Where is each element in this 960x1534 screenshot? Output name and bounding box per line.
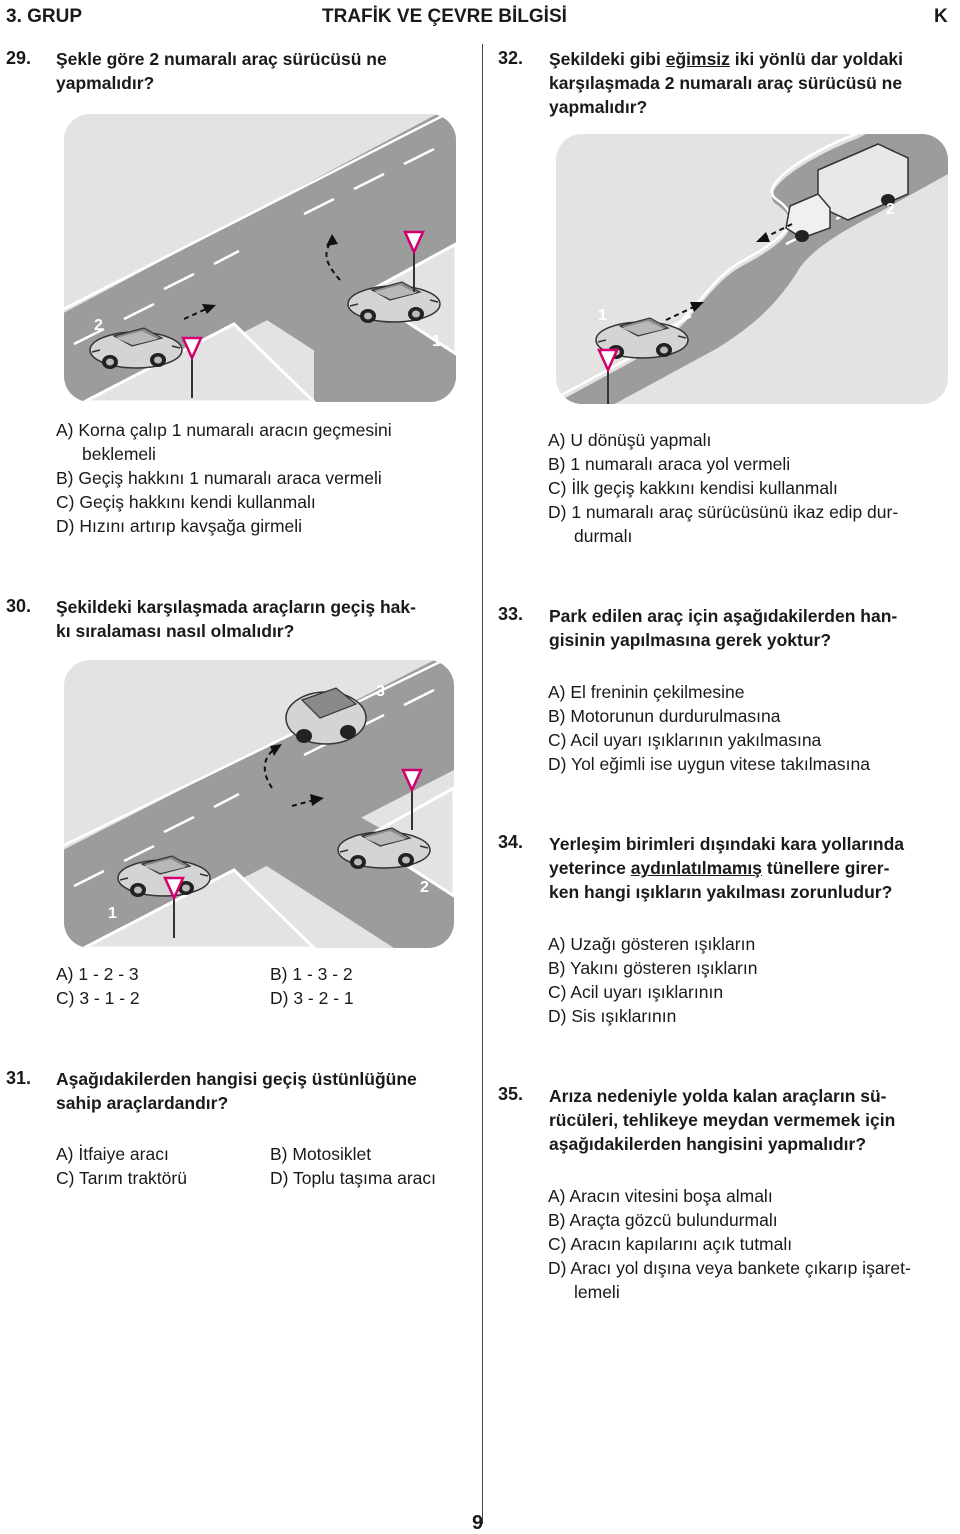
- q34-options: A) Uzağı gösteren ışıkların B) Yakını gö…: [548, 932, 757, 1028]
- q31-option-c[interactable]: C) Tarım traktörü: [56, 1168, 187, 1188]
- q34-option-a[interactable]: A) Uzağı gösteren ışıkların: [548, 934, 756, 954]
- q35-option-c[interactable]: C) Aracın kapılarını açık tutmalı: [548, 1234, 793, 1254]
- page-title: TRAFİK VE ÇEVRE BİLGİSİ: [322, 6, 567, 27]
- q35-option-b[interactable]: B) Araçta gözcü bulundurmalı: [548, 1210, 778, 1230]
- q30-number: 30.: [6, 596, 32, 616]
- q35-text: Arıza nedeniyle yolda kalan araçların sü…: [549, 1086, 896, 1154]
- q35-option-d-cont: lemeli: [574, 1282, 620, 1302]
- column-divider-bottom: [482, 1056, 483, 1524]
- q32-option-d[interactable]: D) 1 numaralı araç sürücüsünü ikaz edip …: [548, 502, 899, 522]
- q29-option-c[interactable]: C) Geçiş hakkını kendi kullanmalı: [56, 492, 316, 512]
- q33-text: Park edilen araç için aşağıdakilerden ha…: [549, 606, 898, 650]
- q30-figure: 3 2 1: [64, 660, 454, 948]
- q35-option-d[interactable]: D) Aracı yol dışına veya bankete çıkarıp…: [548, 1258, 911, 1278]
- q29-number: 29.: [6, 48, 32, 68]
- q33-options: A) El freninin çekilmesine B) Motorunun …: [548, 680, 870, 776]
- q29-text: Şekle göre 2 numaralı araç sürücüsü ne y…: [56, 49, 387, 93]
- svg-text:2: 2: [94, 317, 103, 334]
- q29-option-b[interactable]: B) Geçiş hakkını 1 numaralı araca vermel…: [56, 468, 382, 488]
- q33-option-b[interactable]: B) Motorunun durdurulmasına: [548, 706, 781, 726]
- svg-text:2: 2: [420, 879, 429, 896]
- q34-option-c[interactable]: C) Acil uyarı ışıklarının: [548, 982, 724, 1002]
- q32-text: Şekildeki gibi eğimsiz iki yönlü dar yol…: [549, 49, 904, 117]
- q30-option-d[interactable]: D) 3 - 2 - 1: [270, 988, 354, 1008]
- svg-text:1: 1: [432, 333, 441, 350]
- q32-figure: 2 1: [556, 134, 948, 404]
- q32-option-c[interactable]: C) İlk geçiş kakkını kendisi kullanmalı: [548, 478, 838, 498]
- q31-option-d[interactable]: D) Toplu taşıma aracı: [270, 1168, 436, 1188]
- q30-option-a[interactable]: A) 1 - 2 - 3: [56, 964, 139, 984]
- svg-text:3: 3: [376, 683, 385, 700]
- q31-option-a[interactable]: A) İtfaiye aracı: [56, 1144, 169, 1164]
- q32-option-b[interactable]: B) 1 numaralı araca yol vermeli: [548, 454, 791, 474]
- q34-text: Yerleşim birimleri dışındaki kara yollar…: [549, 834, 905, 902]
- q33-option-d[interactable]: D) Yol eğimli ise uygun vitese takılması…: [548, 754, 870, 774]
- q35-number: 35.: [498, 1084, 524, 1104]
- q29-figure: 2 1: [64, 114, 456, 402]
- booklet-letter: K: [934, 6, 948, 27]
- q29-options: A) Korna çalıp 1 numaralı aracın geçmesi…: [56, 418, 392, 538]
- q32-option-d-cont: durmalı: [574, 526, 633, 546]
- q34-option-d[interactable]: D) Sis ışıklarının: [548, 1006, 677, 1026]
- q30-option-c[interactable]: C) 3 - 1 - 2: [56, 988, 140, 1008]
- q30-option-b[interactable]: B) 1 - 3 - 2: [270, 964, 353, 984]
- q31-number: 31.: [6, 1068, 32, 1088]
- q34-number: 34.: [498, 832, 524, 852]
- q31-text: Aşağıdakilerden hangisi geçiş üstünlüğün…: [56, 1069, 417, 1113]
- q32-number: 32.: [498, 48, 524, 68]
- q33-option-c[interactable]: C) Acil uyarı ışıklarının yakılmasına: [548, 730, 822, 750]
- svg-text:1: 1: [598, 307, 607, 324]
- q29-option-a[interactable]: A) Korna çalıp 1 numaralı aracın geçmesi…: [56, 420, 392, 440]
- q29-option-d[interactable]: D) Hızını artırıp kavşağa girmeli: [56, 516, 303, 536]
- svg-text:2: 2: [886, 201, 895, 218]
- q31-option-b[interactable]: B) Motosiklet: [270, 1144, 372, 1164]
- q32-options: A) U dönüşü yapmalı B) 1 numaralı araca …: [548, 428, 898, 548]
- q29-option-a-cont: beklemeli: [82, 444, 156, 464]
- group-label: 3. GRUP: [6, 6, 83, 27]
- q33-option-a[interactable]: A) El freninin çekilmesine: [548, 682, 745, 702]
- q30-text: Şekildeki karşılaşmada araçların geçiş h…: [56, 597, 416, 641]
- svg-text:1: 1: [108, 905, 117, 922]
- q34-option-b[interactable]: B) Yakını gösteren ışıkların: [548, 958, 758, 978]
- q33-number: 33.: [498, 604, 524, 624]
- column-divider-top: [482, 44, 483, 1056]
- q32-option-a[interactable]: A) U dönüşü yapmalı: [548, 430, 712, 450]
- q35-options: A) Aracın vitesini boşa almalı B) Araçta…: [548, 1184, 911, 1304]
- page-number: 9: [472, 1512, 484, 1534]
- q35-option-a[interactable]: A) Aracın vitesini boşa almalı: [548, 1186, 773, 1206]
